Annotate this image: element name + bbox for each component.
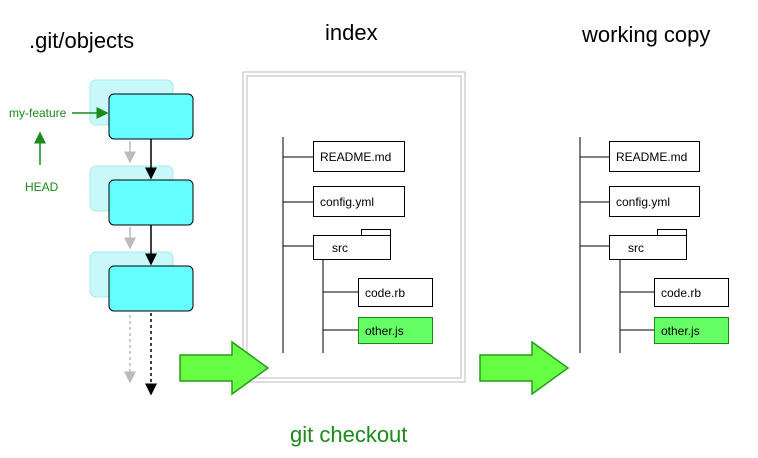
- working-file-other[interactable]: other.js: [654, 317, 729, 344]
- index-folder-tab: [361, 229, 391, 236]
- objects-title: .git/objects: [29, 28, 135, 53]
- index-file-other[interactable]: other.js: [358, 317, 433, 344]
- commit-3[interactable]: [108, 265, 194, 312]
- head-label[interactable]: HEAD: [25, 180, 59, 194]
- index-file-config[interactable]: config.yml: [313, 186, 405, 217]
- index-frame-inner: [246, 75, 462, 379]
- index-tree-lines: [282, 137, 358, 353]
- branch-label[interactable]: my-feature: [9, 106, 67, 120]
- flow-arrow-objects-to-index: [179, 340, 270, 396]
- commit-2[interactable]: [108, 179, 194, 226]
- index-frame-outer: [242, 71, 466, 383]
- working-folder-tab: [657, 229, 687, 236]
- working-file-code[interactable]: code.rb: [654, 278, 729, 307]
- working-tree-lines: [579, 137, 654, 353]
- index-file-readme[interactable]: README.md: [313, 141, 405, 172]
- working-folder-src[interactable]: src: [609, 235, 687, 260]
- index-folder-src[interactable]: src: [313, 235, 391, 260]
- working-file-readme[interactable]: README.md: [609, 141, 700, 172]
- command-label: git checkout: [290, 422, 408, 447]
- working-copy-title: working copy: [582, 22, 711, 47]
- flow-arrow-index-to-working: [479, 340, 570, 396]
- index-title: index: [325, 20, 378, 45]
- index-file-code[interactable]: code.rb: [358, 278, 433, 307]
- commit-1[interactable]: [108, 93, 194, 140]
- working-file-config[interactable]: config.yml: [609, 186, 700, 217]
